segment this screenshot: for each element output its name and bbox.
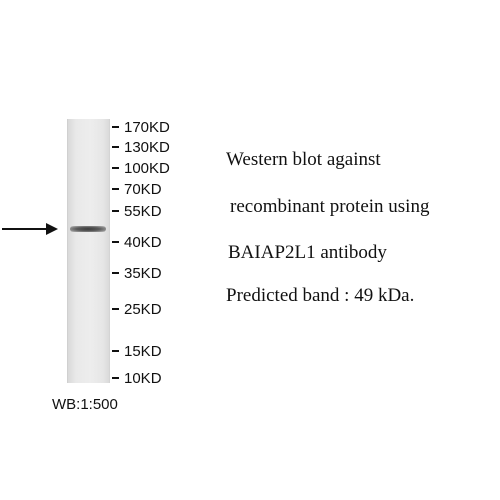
arrow-right-icon (2, 223, 58, 235)
marker-label: 25KD (124, 300, 162, 318)
marker-label: 130KD (124, 138, 170, 156)
marker-130kd: 130KD (112, 138, 170, 156)
description-line-3: BAIAP2L1 antibody (228, 242, 387, 263)
marker-tick (112, 210, 119, 212)
marker-label: 170KD (124, 118, 170, 136)
marker-tick (112, 167, 119, 169)
marker-70kd: 70KD (112, 180, 162, 198)
marker-10kd: 10KD (112, 369, 162, 387)
description-line-4: Predicted band : 49 kDa. (226, 285, 415, 306)
marker-tick (112, 272, 119, 274)
marker-label: 55KD (124, 202, 162, 220)
marker-tick (112, 188, 119, 190)
marker-label: 100KD (124, 159, 170, 177)
description-line-1: Western blot against (226, 149, 381, 170)
marker-label: 10KD (124, 369, 162, 387)
marker-tick (112, 126, 119, 128)
marker-40kd: 40KD (112, 233, 162, 251)
blot-lane (67, 119, 110, 383)
marker-25kd: 25KD (112, 300, 162, 318)
marker-tick (112, 377, 119, 379)
protein-band (70, 226, 106, 232)
marker-tick (112, 241, 119, 243)
marker-label: 35KD (124, 264, 162, 282)
marker-tick (112, 308, 119, 310)
marker-170kd: 170KD (112, 118, 170, 136)
wb-dilution-label: WB:1:500 (52, 396, 118, 413)
marker-tick (112, 146, 119, 148)
marker-label: 40KD (124, 233, 162, 251)
marker-label: 15KD (124, 342, 162, 360)
marker-15kd: 15KD (112, 342, 162, 360)
description-line-2: recombinant protein using (230, 196, 430, 217)
marker-label: 70KD (124, 180, 162, 198)
marker-55kd: 55KD (112, 202, 162, 220)
marker-tick (112, 350, 119, 352)
marker-100kd: 100KD (112, 159, 170, 177)
marker-35kd: 35KD (112, 264, 162, 282)
